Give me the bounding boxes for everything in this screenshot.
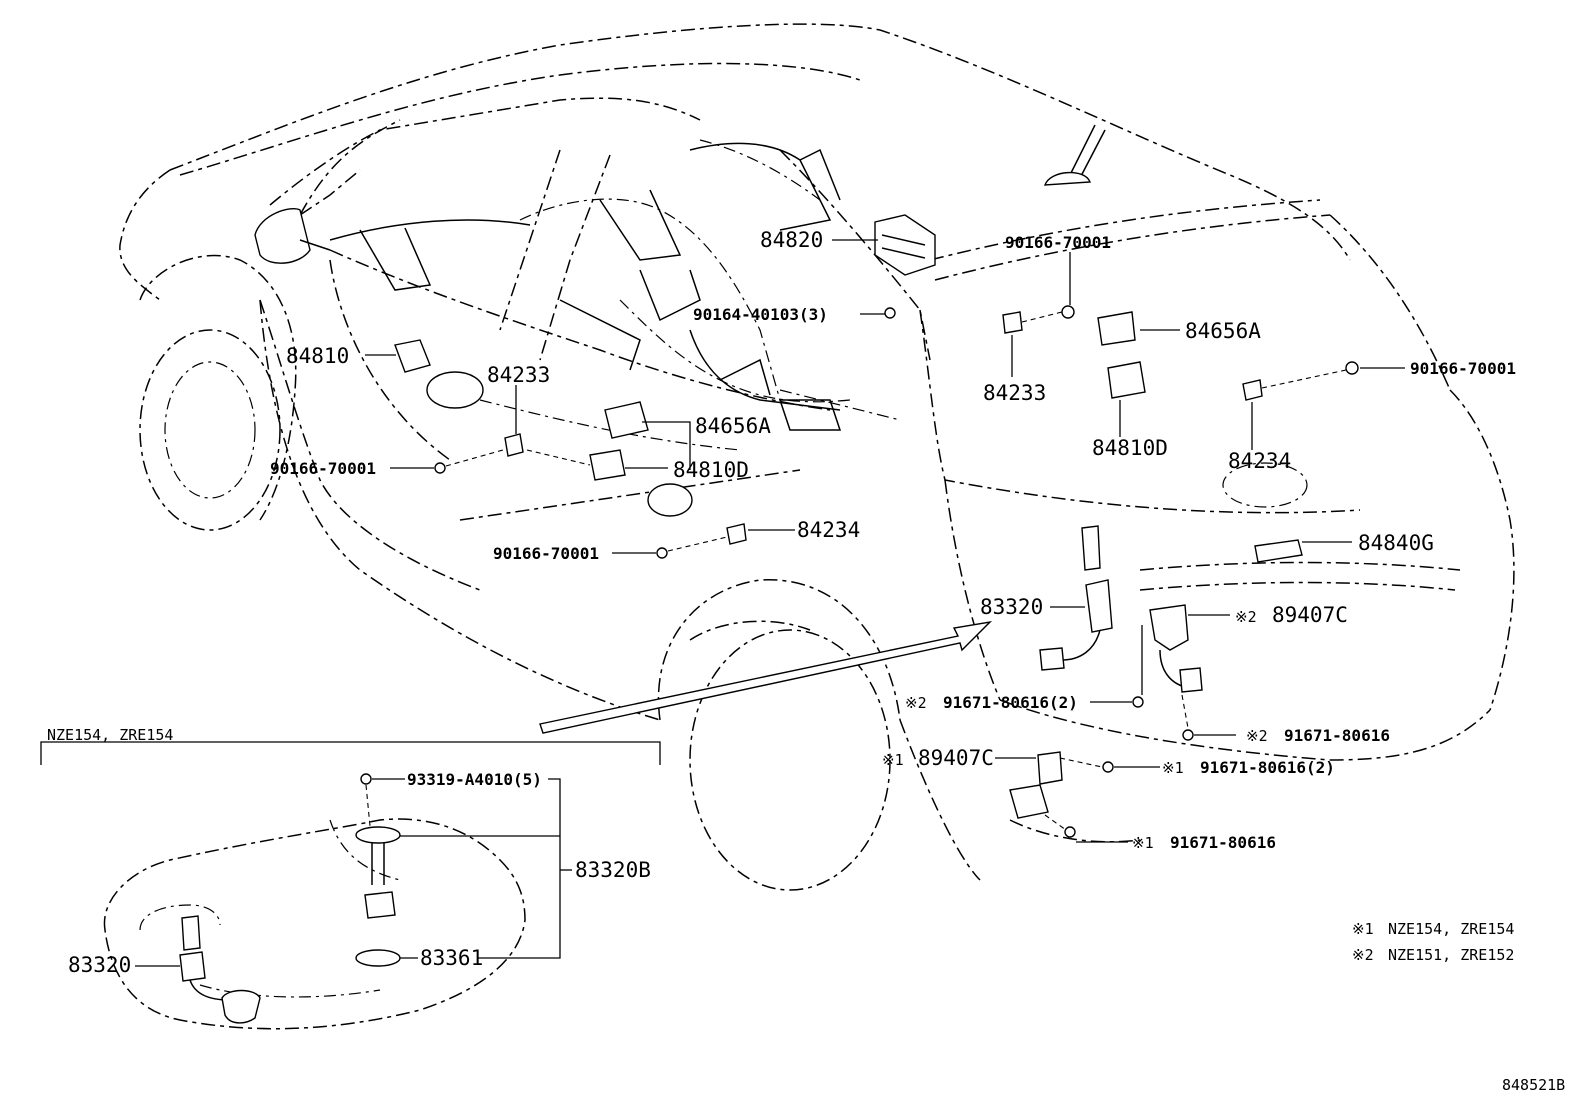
part-labels: 84820 90166-70001 90164-40103(3) 84656A … [47, 228, 1565, 1094]
label-91671-1a: 91671-80616(2) [1200, 758, 1335, 777]
note-2-mark: ※2 [1352, 946, 1374, 964]
label-84810: 84810 [286, 344, 349, 368]
label-90166-top: 90166-70001 [1005, 233, 1111, 252]
label-84233-right: 84233 [983, 381, 1046, 405]
mark-1-89407c: ※1 [882, 751, 904, 769]
label-84234-left: 84234 [797, 518, 860, 542]
label-89407c-2: 89407C [1272, 603, 1348, 627]
mark-2-91671-a: ※2 [905, 694, 927, 712]
bolt-91671-2b [1182, 729, 1194, 741]
label-84234-right: 84234 [1228, 449, 1291, 473]
note-1-text: NZE154, ZRE154 [1388, 920, 1514, 938]
part-89407c-2 [1149, 604, 1203, 693]
bolt-91671-2a [1132, 696, 1144, 708]
inset-bracket [40, 741, 661, 765]
part-84810 [394, 339, 484, 409]
label-90166-right: 90166-70001 [1410, 359, 1516, 378]
label-84656a-right: 84656A [1185, 319, 1261, 343]
part-84656a-right [1097, 311, 1136, 346]
part-84234-left [726, 523, 747, 545]
inset-fuel-tank [40, 741, 661, 1030]
part-83320 [1039, 525, 1113, 671]
label-84233-left: 84233 [487, 363, 550, 387]
label-91671-1b: 91671-80616 [1170, 833, 1276, 852]
bolt-90164 [884, 307, 896, 319]
label-inset-83320b: 83320B [575, 858, 651, 882]
part-drawings [394, 214, 1359, 838]
bolt-90166-left [434, 462, 446, 474]
bolt-91671-1b [1064, 826, 1076, 838]
part-84233-left [504, 433, 524, 457]
part-84840g [1254, 539, 1303, 563]
mark-1-91671-a: ※1 [1162, 759, 1184, 777]
label-84656a-left: 84656A [695, 414, 771, 438]
label-91671-2b: 91671-80616 [1284, 726, 1390, 745]
note-2-text: NZE151, ZRE152 [1388, 946, 1514, 964]
direction-arrow [539, 620, 993, 734]
label-89407c-1: 89407C [918, 746, 994, 770]
mark-2-91671-b: ※2 [1246, 727, 1268, 745]
mark-2-89407c: ※2 [1235, 608, 1257, 626]
bolt-90166-right [1345, 361, 1359, 375]
note-1-mark: ※1 [1352, 920, 1374, 938]
mark-1-91671-b: ※1 [1132, 834, 1154, 852]
label-inset-93319: 93319-A4010(5) [407, 770, 542, 789]
part-84233-right [1002, 311, 1023, 334]
leader-lines [365, 239, 1405, 843]
tailgate-handle-recess [1222, 462, 1308, 508]
label-90166-lower: 90166-70001 [493, 544, 599, 563]
bolt-90166-top [1061, 305, 1075, 319]
label-84810d-left: 84810D [673, 458, 749, 482]
part-84234-right [1242, 379, 1263, 401]
part-84810d-left [589, 449, 693, 517]
part-84810d-right [1107, 361, 1146, 399]
label-90164: 90164-40103(3) [693, 305, 828, 324]
label-inset-83361: 83361 [420, 946, 483, 970]
label-83320: 83320 [980, 595, 1043, 619]
label-inset-83320: 83320 [68, 953, 131, 977]
diagram-id: 848521B [1502, 1076, 1565, 1094]
part-84820 [874, 214, 936, 276]
part-84656a-left [604, 401, 649, 439]
label-91671-2a: 91671-80616(2) [943, 693, 1078, 712]
label-84820: 84820 [760, 228, 823, 252]
dashboard-console [254, 124, 1106, 431]
bolt-90166-lower [656, 547, 668, 559]
label-90166-left: 90166-70001 [270, 459, 376, 478]
label-84810d-right: 84810D [1092, 436, 1168, 460]
label-84840g: 84840G [1358, 531, 1434, 555]
bolt-91671-1a [1102, 761, 1114, 773]
part-89407c-1 [1009, 751, 1063, 819]
inset-title: NZE154, ZRE154 [47, 726, 173, 744]
